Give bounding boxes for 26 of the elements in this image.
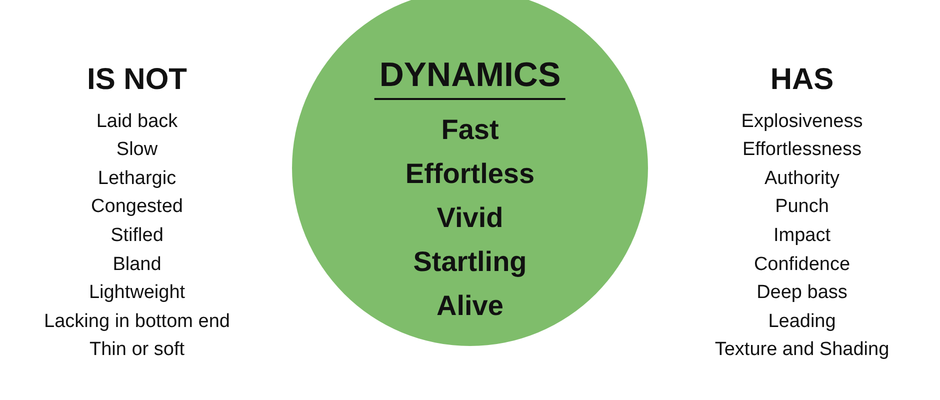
list-item: Lacking in bottom end <box>44 310 230 333</box>
circle-item: Fast <box>441 113 499 147</box>
list-item: Congested <box>91 195 183 218</box>
list-item: Lightweight <box>88 281 186 304</box>
circle-item: Vivid <box>436 201 504 235</box>
list-item: Laid back <box>96 110 178 132</box>
list-item: Authority <box>764 166 840 190</box>
list-item: Leading <box>768 310 836 333</box>
list-item: Deep bass <box>756 281 848 304</box>
list-item: Lethargic <box>98 166 176 190</box>
list-item: Thin or soft <box>89 338 185 362</box>
circle-item: Alive <box>436 289 504 323</box>
list-item: Punch <box>775 195 829 218</box>
list-item: Slow <box>116 138 158 162</box>
list-item: Impact <box>773 224 831 247</box>
list-item: Texture and Shading <box>714 338 890 362</box>
list-item: Stifled <box>110 224 164 247</box>
circle-item: Startling <box>413 245 527 279</box>
list-item: Explosiveness <box>741 110 863 132</box>
circle-item: Effortless <box>405 157 535 191</box>
column-heading: HAS <box>770 62 834 98</box>
list-item: Bland <box>112 252 162 276</box>
circle-heading: DYNAMICS <box>374 54 566 100</box>
list-item: Effortlessness <box>742 138 862 162</box>
list-item: Confidence <box>754 252 850 276</box>
column-heading: IS NOT <box>87 62 187 98</box>
